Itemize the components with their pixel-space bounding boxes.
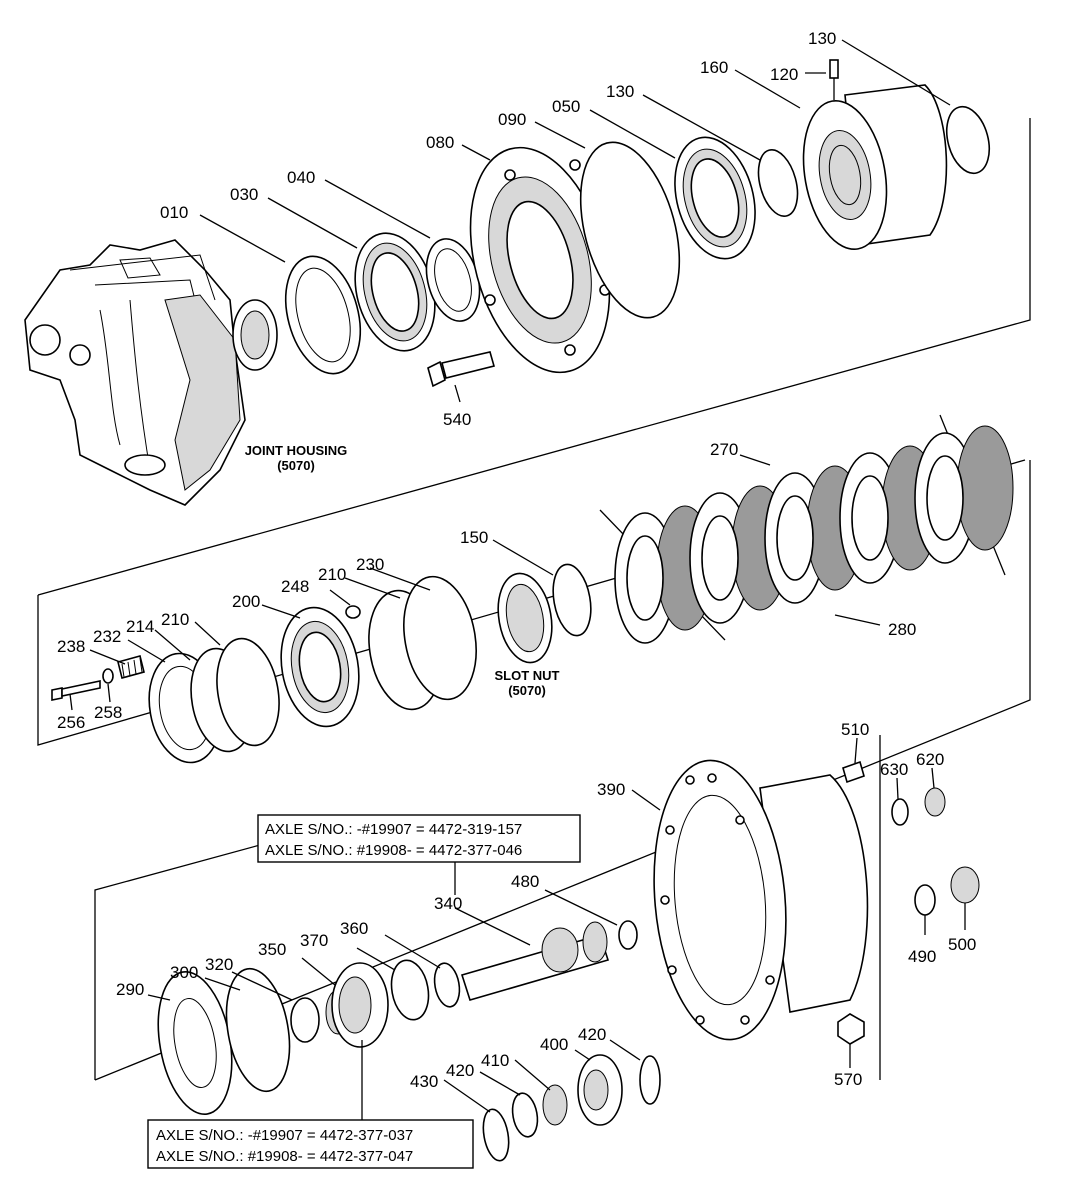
ring-130-upper [757, 149, 799, 217]
shaft-note-box: AXLE S/NO.: -#19907 = 4472-319-157 AXLE … [257, 814, 581, 863]
callout-030: 030 [230, 185, 258, 204]
callout-480: 480 [511, 872, 539, 891]
washer-320 [290, 997, 320, 1043]
disc-pack-270-280 [614, 425, 1014, 644]
joint-housing-ref: (5070) [277, 458, 315, 473]
callout-280: 280 [888, 620, 916, 639]
callout-500: 500 [948, 935, 976, 954]
callout-290: 290 [116, 980, 144, 999]
ring-630 [891, 798, 909, 826]
callout-350: 350 [258, 940, 286, 959]
callout-040: 040 [287, 168, 315, 187]
gear-note-box: AXLE S/NO.: -#19907 = 4472-377-037 AXLE … [147, 1119, 474, 1169]
callout-360: 360 [340, 919, 368, 938]
callout-214: 214 [126, 617, 154, 636]
callout-120: 120 [770, 65, 798, 84]
callout-050: 050 [552, 97, 580, 116]
callout-420-left: 420 [446, 1061, 474, 1080]
joint-housing [24, 239, 278, 506]
callout-130-upper: 130 [606, 82, 634, 101]
callout-300: 300 [170, 963, 198, 982]
screw-120 [829, 59, 839, 100]
callout-410: 410 [481, 1051, 509, 1070]
callout-210-upper: 210 [318, 565, 346, 584]
nut-570 [837, 1013, 865, 1045]
callout-420-right: 420 [578, 1025, 606, 1044]
callout-630: 630 [880, 760, 908, 779]
callout-620: 620 [916, 750, 944, 769]
captions: JOINT HOUSING (5070) SLOT NUT (5070) [245, 443, 560, 698]
callout-510: 510 [841, 720, 869, 739]
callout-430: 430 [410, 1072, 438, 1091]
housing-390 [653, 759, 869, 1041]
callout-080: 080 [426, 133, 454, 152]
shaft-note-line-2: AXLE S/NO.: #19908- = 4472-377-046 [265, 842, 522, 859]
callout-200: 200 [232, 592, 260, 611]
bearing-410 [542, 1084, 568, 1126]
joint-housing-caption: JOINT HOUSING [245, 443, 348, 458]
callout-340: 340 [434, 894, 462, 913]
shaft-340 [460, 921, 610, 1001]
washer-480 [618, 920, 638, 950]
callout-320: 320 [205, 955, 233, 974]
gear-note-line-1: AXLE S/NO.: -#19907 = 4472-377-037 [156, 1127, 413, 1144]
bolt-510 [842, 760, 865, 784]
sun-gear-370 [331, 962, 389, 1048]
callout-540: 540 [443, 410, 471, 429]
callout-570: 570 [834, 1070, 862, 1089]
callout-150: 150 [460, 528, 488, 547]
slot-nut [497, 572, 553, 664]
slot-nut-caption: SLOT NUT [495, 668, 560, 683]
callout-400: 400 [540, 1035, 568, 1054]
callout-230: 230 [356, 555, 384, 574]
callout-238: 238 [57, 637, 85, 656]
callout-390: 390 [597, 780, 625, 799]
ring-210-left [190, 637, 280, 753]
callout-256: 256 [57, 713, 85, 732]
shaft-note-line-1: AXLE S/NO.: -#19907 = 4472-319-157 [265, 821, 522, 838]
callout-270: 270 [710, 440, 738, 459]
callout-090: 090 [498, 110, 526, 129]
callout-160: 160 [700, 58, 728, 77]
leader-lines [69, 39, 966, 1120]
callout-232: 232 [93, 627, 121, 646]
slot-nut-ref: (5070) [508, 683, 546, 698]
ring-420-right [639, 1055, 661, 1105]
piston-200 [280, 606, 360, 728]
ring-230 [403, 575, 477, 701]
callout-248: 248 [281, 577, 309, 596]
seal-010 [284, 255, 362, 375]
callout-258: 258 [94, 703, 122, 722]
circlip-430 [482, 1108, 510, 1162]
snap-ring-360 [390, 959, 430, 1021]
snap-ring-300 [225, 967, 291, 1093]
callout-labels: 010 030 040 080 090 050 130 160 120 130 … [57, 29, 976, 1091]
ring-130-outer [945, 105, 991, 175]
callout-210-lower: 210 [161, 610, 189, 629]
bearing-050 [674, 136, 756, 260]
ring-490 [914, 884, 936, 916]
plug-500 [950, 866, 980, 904]
washer-258 [102, 668, 114, 684]
callout-370: 370 [300, 931, 328, 950]
planet-carrier-160 [802, 84, 948, 250]
callout-010: 010 [160, 203, 188, 222]
callout-130-outer: 130 [808, 29, 836, 48]
hub-080 [469, 146, 611, 374]
bolt-540 [427, 351, 495, 388]
plug-248 [345, 605, 361, 619]
bearing-030 [354, 232, 436, 352]
oring-090 [579, 141, 681, 319]
gear-note-line-2: AXLE S/NO.: #19908- = 4472-377-047 [156, 1148, 413, 1165]
plug-620 [924, 787, 946, 817]
thrust-washer-290 [157, 971, 233, 1115]
ring-340-small [433, 962, 461, 1008]
bolt-256 [51, 680, 101, 701]
callout-490: 490 [908, 947, 936, 966]
planet-gear-400 [577, 1054, 623, 1126]
circlip-150 [552, 563, 592, 637]
spring-232 [117, 655, 145, 679]
ring-420-left [511, 1092, 539, 1138]
